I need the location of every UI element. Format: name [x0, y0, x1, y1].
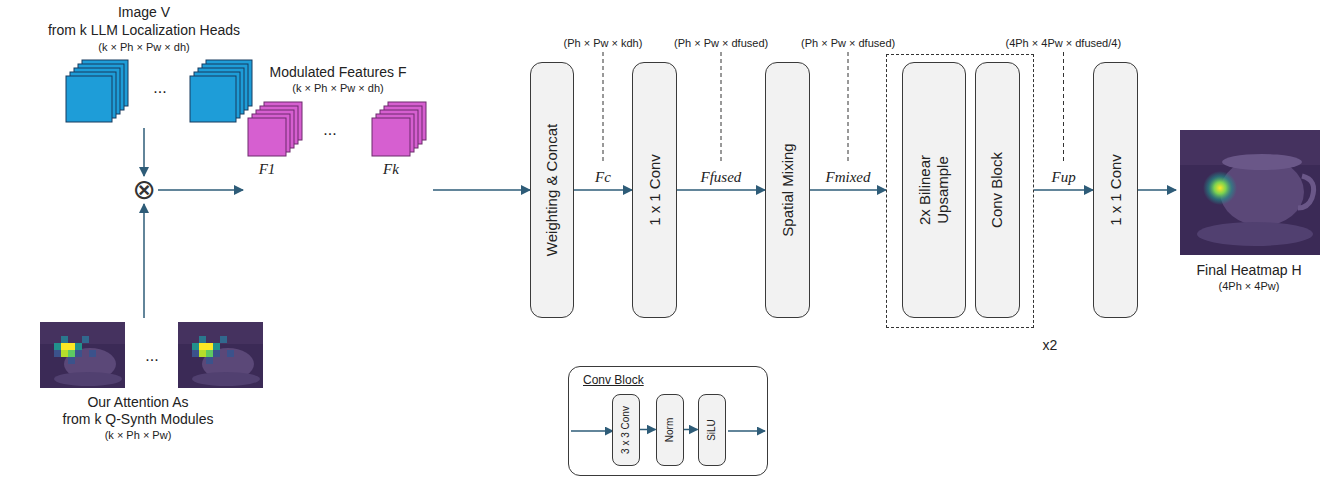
box-label: Spatial Mixing: [779, 143, 797, 236]
modulated-feature-stack: [248, 102, 302, 156]
leader-line: [721, 52, 722, 163]
process-box: 2x Bilinear Upsample: [902, 62, 966, 318]
process-box: 3 x 3 Conv: [612, 394, 640, 466]
feature-stack-group: Image Vfrom k LLM Localization Heads (k ×…: [28, 4, 260, 128]
group-subheading: from k Q-Synth Modules: [28, 411, 248, 428]
box-label: 2x Bilinear Upsample: [916, 135, 952, 245]
feature-map-stack: [66, 60, 128, 122]
flow-arrow: [810, 189, 886, 191]
dimension-label: (k × Ph × Pw × dh): [243, 82, 433, 95]
final-heatmap-image: [1180, 130, 1320, 255]
process-box: 1 x 1 Conv: [632, 62, 677, 318]
group-heading: Modulated Features F: [243, 64, 433, 81]
dimension-label: (k × Ph × Pw): [28, 429, 248, 442]
leader-line: [1063, 52, 1064, 163]
process-box: Weighting & Concat: [530, 62, 574, 318]
process-box: 1 x 1 Conv: [1093, 62, 1138, 318]
edge-label: Fc: [593, 168, 613, 186]
edge-label: Ffused: [699, 168, 744, 186]
feature-map-stack: [190, 60, 252, 122]
stack-label: Fk: [376, 160, 406, 178]
group-heading: Our Attention As: [28, 394, 248, 411]
box-label: SiLU: [706, 419, 718, 441]
flow-arrow: [1034, 189, 1093, 191]
dimension-label: (Ph × Pw × kdh): [564, 36, 643, 50]
cup-handle: [1298, 176, 1314, 208]
flow-arrow: [143, 204, 145, 318]
attention-map-image: [178, 322, 263, 388]
process-box: Spatial Mixing: [765, 62, 810, 318]
repeat-group: x22x Bilinear UpsampleConv Block: [886, 54, 1034, 328]
cup-rim: [1222, 154, 1302, 170]
box-label: Weighting & Concat: [543, 124, 561, 256]
process-box: Norm: [656, 394, 684, 466]
flow-arrow: [574, 189, 632, 191]
heat-spot: [1203, 171, 1237, 205]
group-heading: Final Heatmap H: [1176, 262, 1322, 279]
group-heading: Image V: [28, 4, 260, 21]
flow-arrow: [158, 189, 243, 191]
output-arrow: [728, 430, 765, 432]
stack-label: F1: [252, 160, 282, 178]
group-subheading: from k LLM Localization Heads: [28, 22, 260, 39]
dimension-label: (k × Ph × Pw × dh): [28, 41, 260, 54]
dimension-label: (Ph × Pw × dfused): [801, 36, 895, 50]
box-label: 3 x 3 Conv: [620, 406, 632, 454]
conv-block-detail: Conv Block 3 x 3 Conv Norm SiLU: [568, 366, 768, 476]
flow-arrow: [433, 189, 530, 191]
box-label: Norm: [664, 417, 676, 441]
flow-arrow: [1138, 189, 1176, 191]
box-label: Conv Block: [988, 152, 1006, 228]
flow-arrow: [677, 189, 765, 191]
box-label: 1 x 1 Conv: [1107, 154, 1125, 226]
flow-arrow: [143, 128, 145, 176]
panel-title: Conv Block: [583, 373, 673, 387]
attention-map-group: ... Our Attention Asfrom k Q-Synth Module…: [28, 318, 278, 448]
ellipsis: ...: [137, 346, 167, 365]
dimension-label: (4Ph × 4Pw): [1176, 280, 1322, 293]
operator-symbol: ⊗: [130, 176, 158, 204]
flow-arrow: [684, 429, 698, 431]
flow-arrow: [640, 429, 656, 431]
dimension-label: (Ph × Pw × dfused): [674, 36, 768, 50]
edge-label: Fup: [1050, 168, 1078, 186]
dimension-label: (4Ph × 4Pw × dfused/4): [1006, 36, 1122, 50]
heatmap-ground: [1180, 130, 1320, 255]
process-box: Conv Block: [975, 62, 1020, 318]
multiply-symbol: ⊗: [130, 176, 158, 204]
modulated-feature-stack: [372, 102, 426, 156]
edge-label: Fmixed: [824, 168, 873, 186]
modulated-feature-group: Modulated Features F(k × Ph × Pw × dh) F1…: [243, 62, 433, 194]
attention-map-image: [40, 322, 125, 388]
repeat-count: x2: [1037, 337, 1063, 354]
leader-line: [848, 52, 849, 163]
ellipsis: ...: [145, 78, 175, 97]
input-arrow: [571, 430, 613, 432]
box-label: 1 x 1 Conv: [646, 154, 664, 226]
leader-line: [603, 52, 604, 163]
saucer-shape: [1197, 222, 1313, 246]
output-heatmap: Final Heatmap H(4Ph × 4Pw): [1176, 128, 1322, 298]
ellipsis: ...: [315, 120, 345, 139]
process-box: SiLU: [698, 394, 726, 466]
